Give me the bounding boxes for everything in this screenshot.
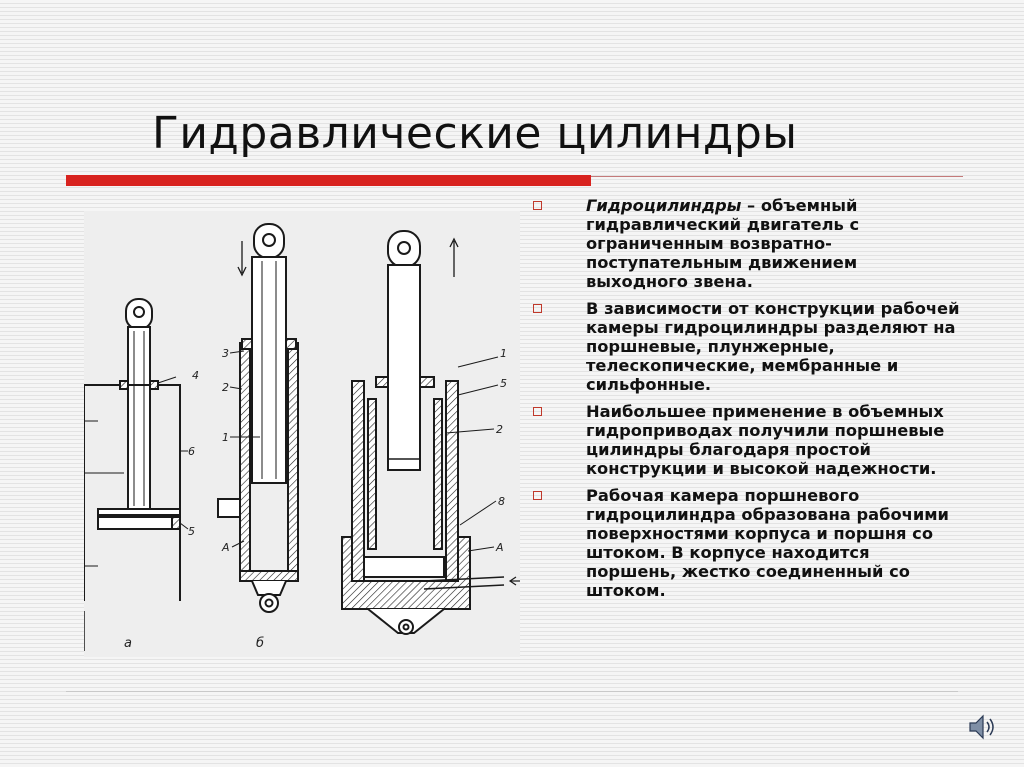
bullet-text: В зависимости от конструкции рабочей кам… <box>586 299 960 394</box>
bullet-item-1: Гидроцилиндры – объемный гидравлический … <box>531 196 961 291</box>
bullet-square-icon <box>533 304 542 313</box>
label-5-a: 5 <box>188 525 195 538</box>
slide-title: Гидравлические цилиндры <box>152 108 798 159</box>
bullet-text: – объемный гидравлический двигатель с ог… <box>586 196 860 291</box>
label-1-b: 1 <box>222 431 229 444</box>
label-b: б <box>256 636 264 651</box>
speaker-icon[interactable] <box>966 712 1000 742</box>
bullet-square-icon <box>533 201 542 210</box>
hydraulic-cylinders-drawing: 4 6 5 а <box>84 211 520 657</box>
label-1-c: 1 <box>500 347 507 360</box>
bullet-term: Гидроцилиндры <box>586 196 742 215</box>
footer-divider <box>66 691 958 692</box>
label-2-b: 2 <box>222 381 229 394</box>
label-8: 8 <box>498 495 505 508</box>
title-underline-thin <box>591 176 963 177</box>
label-6: 6 <box>188 445 195 458</box>
bullet-list: Гидроцилиндры – объемный гидравлический … <box>531 196 961 608</box>
cylinder-c <box>341 230 520 635</box>
bullet-square-icon <box>533 491 542 500</box>
label-5-c: 5 <box>500 377 507 390</box>
bullet-item-3: Наибольшее применение в объемных гидропр… <box>531 402 961 478</box>
cylinder-b <box>217 223 299 613</box>
label-3: 3 <box>222 347 229 360</box>
label-4: 4 <box>192 369 199 382</box>
bullet-text: Наибольшее применение в объемных гидропр… <box>586 402 945 478</box>
cylinders-svg: 4 6 5 а <box>84 223 520 651</box>
bullet-item-2: В зависимости от конструкции рабочей кам… <box>531 299 961 394</box>
bullet-text: Рабочая камера поршневого гидроцилиндра … <box>586 486 949 600</box>
label-A-b: A <box>221 541 230 554</box>
cylinder-a <box>84 298 189 651</box>
label-A-c: A <box>495 541 504 554</box>
bullet-item-4: Рабочая камера поршневого гидроцилиндра … <box>531 486 961 600</box>
label-2-c: 2 <box>496 423 503 436</box>
title-underline-accent <box>66 175 591 186</box>
bullet-square-icon <box>533 407 542 416</box>
label-a: а <box>124 636 132 651</box>
